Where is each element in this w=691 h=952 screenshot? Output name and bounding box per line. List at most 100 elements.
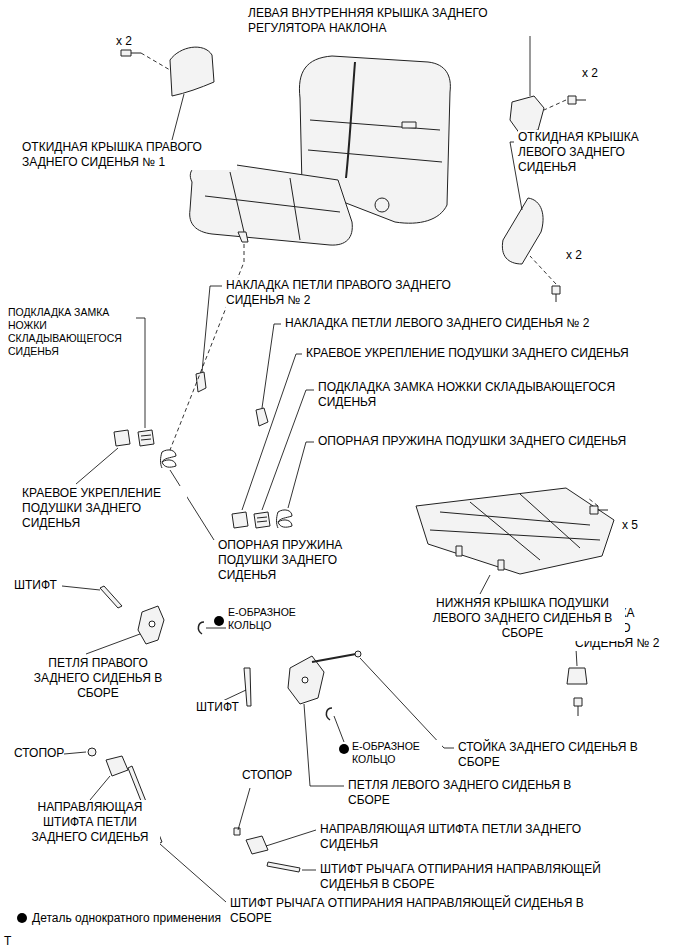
- assembly-line: [544, 100, 566, 110]
- leader-line: [206, 628, 226, 629]
- hinge-hole: [302, 677, 308, 683]
- leader-line: [266, 830, 316, 846]
- cushion-edge-reinforcement: [114, 430, 130, 446]
- seat-stay-rod: [312, 654, 356, 662]
- part-label: ШТИФТ: [196, 700, 239, 715]
- leader-line: [480, 575, 490, 594]
- e-ring: [198, 622, 204, 634]
- part-label: ПЕТЛЯ ПРАВОГО ЗАДНЕГО СИДЕНЬЯ В СБОРЕ: [28, 656, 168, 701]
- screw: [568, 96, 586, 104]
- part-label: ОПОРНАЯ ПРУЖИНА ПОДУШКИ ЗАДНЕГО СИДЕНЬЯ: [218, 538, 363, 583]
- leader-line: [90, 776, 110, 800]
- part-label: НАКЛАДКА ПЕТЛИ ЛЕВОГО ЗАДНЕГО СИДЕНЬЯ № …: [285, 316, 589, 331]
- assembly-line: [530, 256, 556, 284]
- seat-cushion-seam: [205, 172, 340, 240]
- legend-sample-dot: [17, 913, 27, 923]
- leader-line: [160, 844, 226, 902]
- part-label: СТОПОР: [242, 768, 292, 783]
- leader-line: [334, 716, 344, 742]
- right-hinge: [138, 606, 164, 644]
- seat-leg: [238, 232, 248, 242]
- part-label: ОПОРНАЯ ПРУЖИНА ПОДУШКИ ЗАДНЕГО СИДЕНЬЯ: [318, 434, 626, 449]
- leader-line: [62, 586, 100, 590]
- leader-line: [304, 704, 344, 786]
- screw: [574, 698, 582, 716]
- part-label: ПОДКЛАДКА ЗАМКА НОЖКИ СКЛАДЫВАЮЩЕГОСЯ СИ…: [318, 380, 658, 410]
- part-label: ШТИФТ РЫЧАГА ОТПИРАНИЯ НАПРАВЛЯЮЩЕЙ СИДЕ…: [320, 862, 640, 892]
- leader-line: [136, 318, 145, 428]
- support-spring: [277, 510, 293, 528]
- leader-line: [302, 870, 316, 871]
- part-label: КРАЕВОЕ УКРЕПЛЕНИЕ ПОДУШКИ ЗАДНЕГО СИДЕН…: [22, 486, 187, 531]
- leader-line: [202, 286, 222, 372]
- seat-backrest-seam: [308, 120, 442, 162]
- left-hinge: [288, 656, 324, 704]
- part-label: x 2: [566, 248, 582, 263]
- legend-text: Деталь однократного применения: [32, 911, 221, 926]
- leader-line: [64, 752, 86, 754]
- part-label: x 2: [116, 34, 132, 49]
- leader-line: [262, 390, 314, 510]
- hinge-hole: [149, 621, 155, 627]
- part-label: ШТИФТ: [14, 578, 57, 593]
- leader-line: [76, 448, 118, 484]
- part-label: ЛЕВАЯ ВНУТРЕННЯЯ КРЫШКА ЗАДНЕГО РЕГУЛЯТО…: [248, 6, 533, 36]
- assembly-line: [141, 53, 170, 70]
- stopper: [234, 828, 240, 835]
- support-spring: [161, 450, 177, 468]
- part-label: ШТИФТ РЫЧАГА ОТПИРАНИЯ НАПРАВЛЯЮЩЕЙ СИДЕ…: [230, 896, 598, 926]
- leader-line: [172, 94, 184, 140]
- screw: [552, 286, 560, 302]
- lower-cover-clip: [456, 546, 504, 570]
- leader-line: [360, 658, 454, 748]
- one-time-use-mark: [339, 744, 349, 754]
- seat-stay-end: [355, 651, 361, 657]
- part-label: ОТКИДНАЯ КРЫШКА ПРАВОГО ЗАДНЕГО СИДЕНЬЯ …: [22, 140, 237, 170]
- hinge-pin-guide: [246, 836, 268, 854]
- cushion-no2: [567, 668, 587, 684]
- left-cover: [502, 198, 543, 264]
- leader-line: [238, 788, 250, 830]
- part-label: ОТКИДНАЯ КРЫШКА ЛЕВОГО ЗАДНЕГО СИДЕНЬЯ: [518, 130, 663, 175]
- leader-line: [262, 324, 281, 408]
- pin: [244, 668, 251, 706]
- seat-cushion: [190, 162, 353, 245]
- lock-pad: [138, 430, 154, 446]
- part-label: x 5: [622, 518, 638, 533]
- left-inner-cover: [510, 96, 544, 134]
- part-label: Е-ОБРАЗНОЕ КОЛЬЦО: [352, 740, 442, 766]
- part-label: x 2: [582, 66, 598, 81]
- leader-line: [288, 442, 314, 508]
- lock-pad: [254, 512, 270, 528]
- screw: [121, 50, 141, 56]
- part-label: НИЖНЯЯ КРЫШКА ПОДУШКИ ЛЕВОГО ЗАДНЕГО СИД…: [420, 596, 625, 641]
- seat-latch: [402, 122, 416, 128]
- assembly-line: [170, 244, 244, 450]
- part-label: Е-ОБРАЗНОЕ КОЛЬЦО: [228, 606, 318, 632]
- hinge-pin-guide: [106, 756, 128, 776]
- assembly-line: [588, 498, 598, 506]
- pin: [100, 586, 122, 608]
- lever-pin: [267, 862, 300, 872]
- part-label: КРАЕВОЕ УКРЕПЛЕНИЕ ПОДУШКИ ЗАДНЕГО СИДЕН…: [306, 346, 629, 361]
- e-ring: [326, 708, 332, 720]
- leader-line: [86, 634, 140, 654]
- hinge-cover-left: [256, 408, 268, 426]
- stopper: [88, 748, 96, 756]
- leader-line: [242, 354, 302, 510]
- part-label: ПОДКЛАДКА ЗАМКА НОЖКИ СКЛАДЫВАЮЩЕГОСЯ СИ…: [8, 306, 132, 358]
- hinge-cover-right: [196, 372, 206, 392]
- right-cover: [170, 47, 214, 96]
- screw: [590, 506, 608, 514]
- figure-code: T: [4, 934, 11, 949]
- part-label: НАКЛАДКА ПЕТЛИ ПРАВОГО ЗАДНЕГО СИДЕНЬЯ №…: [226, 278, 501, 308]
- part-label: НАПРАВЛЯЮЩАЯ ШТИФТА ПЕТЛИ ЗАДНЕГО СИДЕНЬ…: [320, 822, 615, 852]
- one-time-use-mark: [214, 616, 224, 626]
- part-label: ПЕТЛЯ ЛЕВОГО ЗАДНЕГО СИДЕНЬЯ В СБОРЕ: [348, 778, 603, 808]
- part-label: НАПРАВЛЯЮЩАЯ ШТИФТА ПЕТЛИ ЗАДНЕГО СИДЕНЬ…: [20, 800, 160, 845]
- recliner-knob: [375, 198, 389, 212]
- part-label: СТОПОР: [14, 746, 64, 761]
- cushion-edge-reinforcement: [232, 512, 248, 528]
- seat-belt: [346, 62, 355, 178]
- lower-cushion-cover: [416, 488, 614, 574]
